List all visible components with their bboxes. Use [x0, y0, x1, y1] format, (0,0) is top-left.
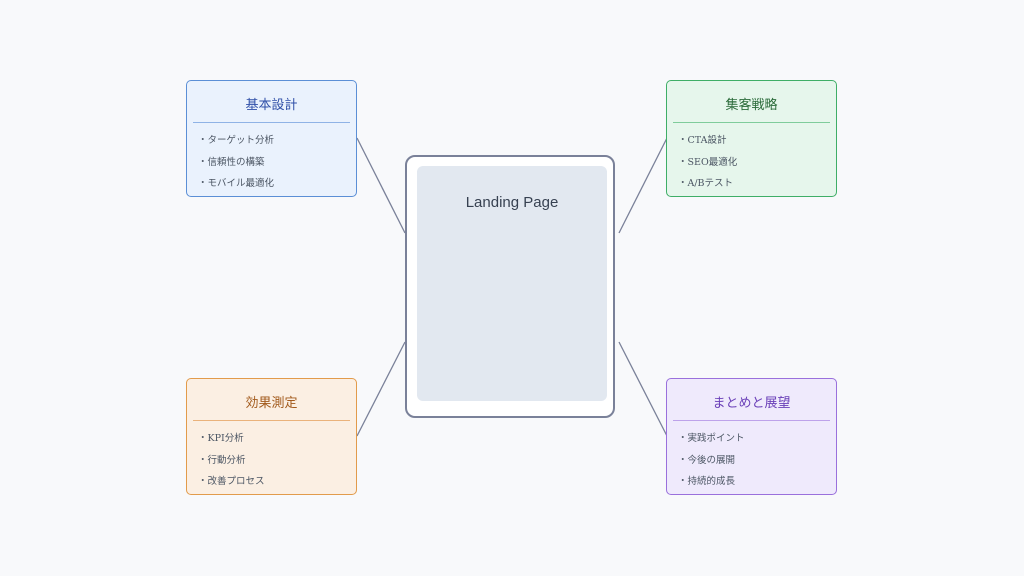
list-item: ・KPI分析 [198, 433, 244, 444]
card-title: 効果測定 [245, 396, 298, 411]
card-divider [193, 122, 350, 123]
list-item: ・モバイル最適化 [198, 178, 275, 189]
card-item-list: ・KPI分析 ・行動分析 ・改善プロセス [198, 432, 265, 497]
card-item-list: ・実践ポイント ・今後の展開 ・持続的成長 [678, 432, 745, 497]
card-summary-outlook: まとめと展望 ・実践ポイント ・今後の展開 ・持続的成長 [666, 378, 837, 495]
list-item: ・CTA設計 [678, 135, 727, 146]
card-measurement: 効果測定 ・KPI分析 ・行動分析 ・改善プロセス [186, 378, 357, 495]
connector-bottom-right [618, 341, 668, 437]
list-item: ・行動分析 [198, 454, 246, 466]
card-title: 集客戦略 [725, 98, 778, 113]
card-acquisition-strategy: 集客戦略 ・CTA設計 ・SEO最適化 ・A/Bテスト [666, 80, 837, 197]
landing-page-device: Landing Page [405, 155, 615, 418]
list-item: ・持続的成長 [678, 476, 736, 487]
connector-top-left [356, 137, 406, 234]
card-basic-design: 基本設計 ・ターゲット分析 ・信頼性の構築 ・モバイル最適化 [186, 80, 357, 197]
card-divider [193, 420, 350, 421]
landing-page-title: Landing Page [465, 194, 559, 211]
device-screen: Landing Page [417, 166, 607, 401]
list-item: ・信頼性の構築 [198, 156, 265, 168]
list-item: ・A/Bテスト [678, 178, 734, 189]
card-item-list: ・CTA設計 ・SEO最適化 ・A/Bテスト [678, 134, 737, 199]
list-item: ・実践ポイント [678, 433, 745, 444]
card-title: まとめと展望 [712, 396, 791, 411]
connector-bottom-left [356, 341, 406, 437]
list-item: ・改善プロセス [198, 476, 265, 487]
list-item: ・ターゲット分析 [198, 135, 275, 146]
card-item-list: ・ターゲット分析 ・信頼性の構築 ・モバイル最適化 [198, 134, 274, 199]
card-divider [673, 122, 830, 123]
list-item: ・今後の展開 [678, 454, 736, 466]
list-item: ・SEO最適化 [678, 156, 738, 168]
connector-top-right [618, 137, 668, 234]
card-title: 基本設計 [245, 98, 298, 113]
card-divider [673, 420, 830, 421]
